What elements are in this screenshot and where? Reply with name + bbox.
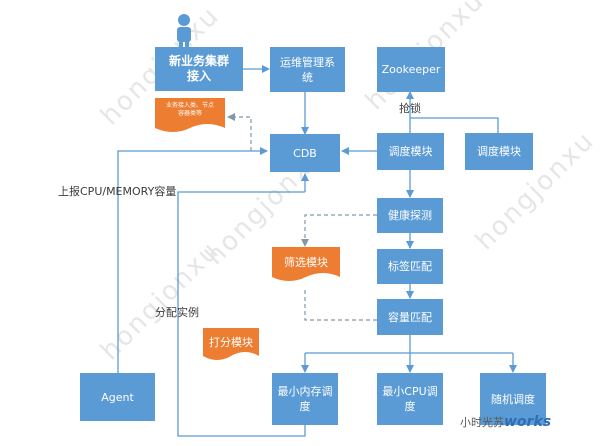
business-info-doc: 业务接入类、节点 容器类等: [155, 98, 225, 134]
tag-match-node: 标签匹配: [377, 249, 443, 284]
capacity-match-node: 容量匹配: [377, 299, 443, 335]
filter-module-doc: 筛选模块: [272, 247, 340, 285]
ops-management-system-node: 运维管理系 统: [270, 47, 345, 92]
lock-label: 抢锁: [399, 102, 421, 115]
brand-logo: works: [504, 414, 552, 430]
filter-module-text: 筛选模块: [284, 256, 328, 269]
min-cpu-scheduling-node: 最小CPU调 度: [377, 373, 443, 425]
edge-health-to-filter: [301, 214, 377, 247]
footer-brand: 小时光苏works: [460, 414, 551, 430]
cdb-node: CDB: [270, 134, 340, 172]
edge-cdb-to-business-info: [227, 113, 252, 151]
new-business-cluster-node: 新业务集群 接入: [155, 47, 243, 91]
scheduler-module-node-2: 调度模块: [465, 133, 533, 170]
scoring-module-text: 打分模块: [209, 336, 253, 349]
edge-allocate-to-cdb: [177, 191, 306, 437]
allocate-instance-label: 分配实例: [155, 306, 199, 319]
footer-text: 小时光苏: [460, 416, 504, 429]
random-scheduling-node: 随机调度: [480, 373, 546, 425]
business-info-text: 业务接入类、节点 容器类等: [165, 102, 214, 117]
scheduler-module-node: 调度模块: [377, 133, 444, 170]
health-check-node: 健康探测: [377, 198, 443, 233]
min-memory-scheduling-node: 最小内存调 度: [272, 373, 338, 425]
edge-capacity-to-filter: [304, 290, 377, 321]
user-icon: [177, 14, 191, 50]
zookeeper-node: Zookeeper: [377, 47, 445, 92]
scoring-module-doc: 打分模块: [203, 328, 259, 364]
edge-agent-report: [117, 147, 268, 373]
edge-scheduler2-to-lock: [410, 117, 499, 133]
agent-node: Agent: [80, 373, 155, 421]
report-capacity-label: 上报CPU/MEMORY容量: [58, 185, 177, 198]
